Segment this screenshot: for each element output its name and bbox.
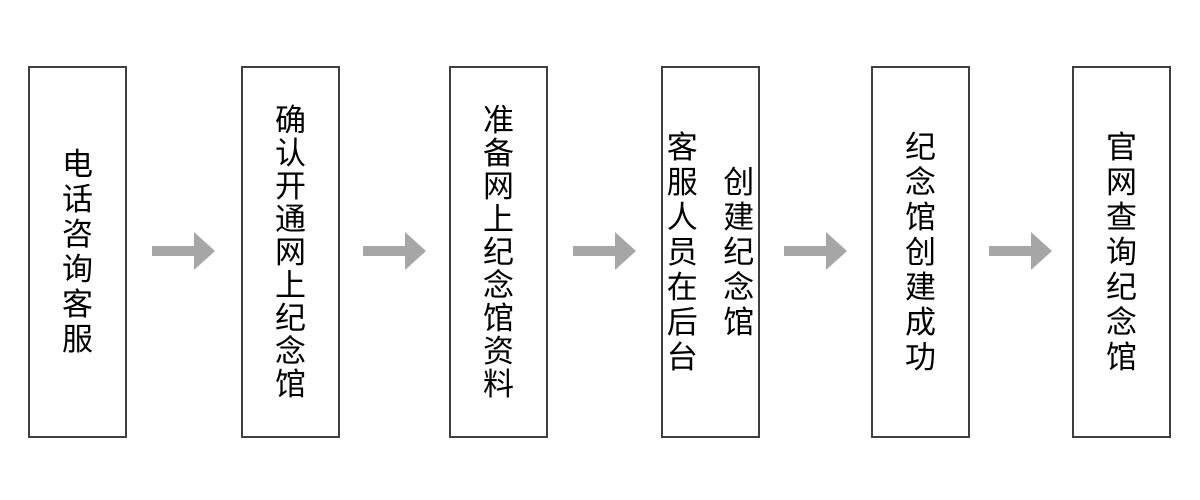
block-arrow-shape xyxy=(989,232,1052,270)
flow-step-2: 确认开通网上纪念馆 xyxy=(241,66,340,438)
flow-step-4-label-line-1: 客服人员在后台 xyxy=(666,129,698,375)
flow-step-1-label: 电话咨询客服 xyxy=(62,147,93,357)
flow-step-5: 纪念馆创建成功 xyxy=(871,66,970,438)
block-arrow-shape xyxy=(573,232,636,270)
flow-arrow-icon xyxy=(989,232,1052,270)
block-arrow-right-icon xyxy=(989,232,1052,270)
block-arrow-right-icon xyxy=(784,232,847,270)
flow-step-6: 官网查询纪念馆 xyxy=(1072,66,1171,438)
block-arrow-shape xyxy=(363,232,426,270)
flow-step-3: 准备网上纪念馆资料 xyxy=(449,66,548,438)
block-arrow-right-icon xyxy=(363,232,426,270)
flow-arrow-icon xyxy=(573,232,636,270)
flow-arrow-icon xyxy=(152,232,215,270)
block-arrow-shape xyxy=(152,232,215,270)
flow-step-1: 电话咨询客服 xyxy=(28,66,127,438)
block-arrow-right-icon xyxy=(152,232,215,270)
flow-step-2-label: 确认开通网上纪念馆 xyxy=(275,102,306,402)
flow-step-4-label-line-2: 创建纪念馆 xyxy=(723,164,755,340)
flow-step-6-label: 官网查询纪念馆 xyxy=(1106,129,1137,375)
block-arrow-shape xyxy=(784,232,847,270)
flow-arrow-icon xyxy=(784,232,847,270)
flow-step-4: 客服人员在后台 创建纪念馆 xyxy=(661,66,760,438)
flow-arrow-icon xyxy=(363,232,426,270)
block-arrow-right-icon xyxy=(573,232,636,270)
flow-step-3-label: 准备网上纪念馆资料 xyxy=(483,102,514,402)
flow-step-5-label: 纪念馆创建成功 xyxy=(905,129,936,375)
